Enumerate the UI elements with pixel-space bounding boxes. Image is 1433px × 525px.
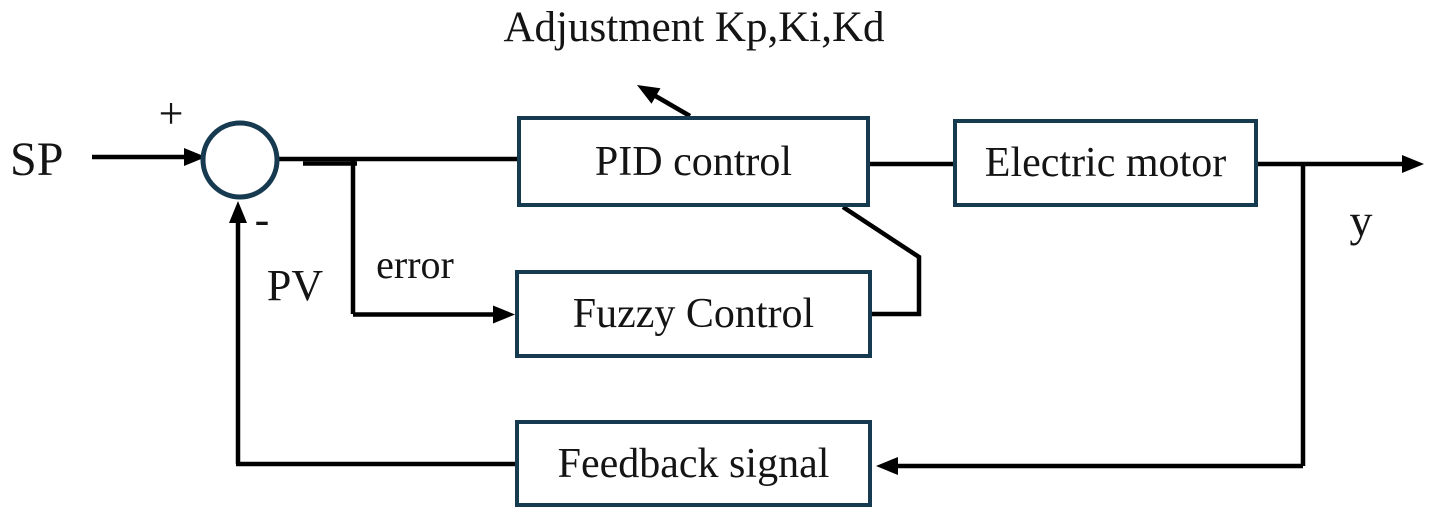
arrowhead-into-fuzzy-control bbox=[493, 305, 515, 324]
feedback-signal-block: Feedback signal bbox=[515, 420, 872, 507]
fuzzy-control-block: Fuzzy Control bbox=[515, 270, 872, 358]
wire-adjustment-arrow bbox=[650, 92, 692, 118]
arrowhead-adjustment bbox=[637, 85, 661, 104]
summing-junction bbox=[200, 120, 280, 200]
arrowhead-into-summing-junction bbox=[184, 148, 206, 166]
electric-motor-label: Electric motor bbox=[984, 140, 1227, 186]
pid-control-block: PID control bbox=[517, 116, 870, 207]
adjustment-label: Adjustment Kp,Ki,Kd bbox=[503, 4, 885, 51]
pid-control-label: PID control bbox=[594, 138, 793, 185]
process-variable-label: PV bbox=[266, 261, 324, 310]
arrowhead-output bbox=[1402, 155, 1424, 173]
minus-sign: - bbox=[254, 195, 270, 244]
arrowhead-into-summing-junction-bottom bbox=[229, 201, 247, 223]
plus-sign: + bbox=[158, 89, 184, 138]
wire-fuzzy-to-pid bbox=[841, 205, 922, 317]
electric-motor-block: Electric motor bbox=[953, 119, 1258, 207]
arrowhead-into-feedback-block bbox=[876, 457, 898, 475]
error-label: error bbox=[376, 242, 454, 287]
feedback-signal-label: Feedback signal bbox=[557, 440, 830, 487]
fuzzy-control-label: Fuzzy Control bbox=[572, 291, 815, 337]
output-label: y bbox=[1349, 195, 1373, 246]
setpoint-label: SP bbox=[10, 133, 64, 186]
